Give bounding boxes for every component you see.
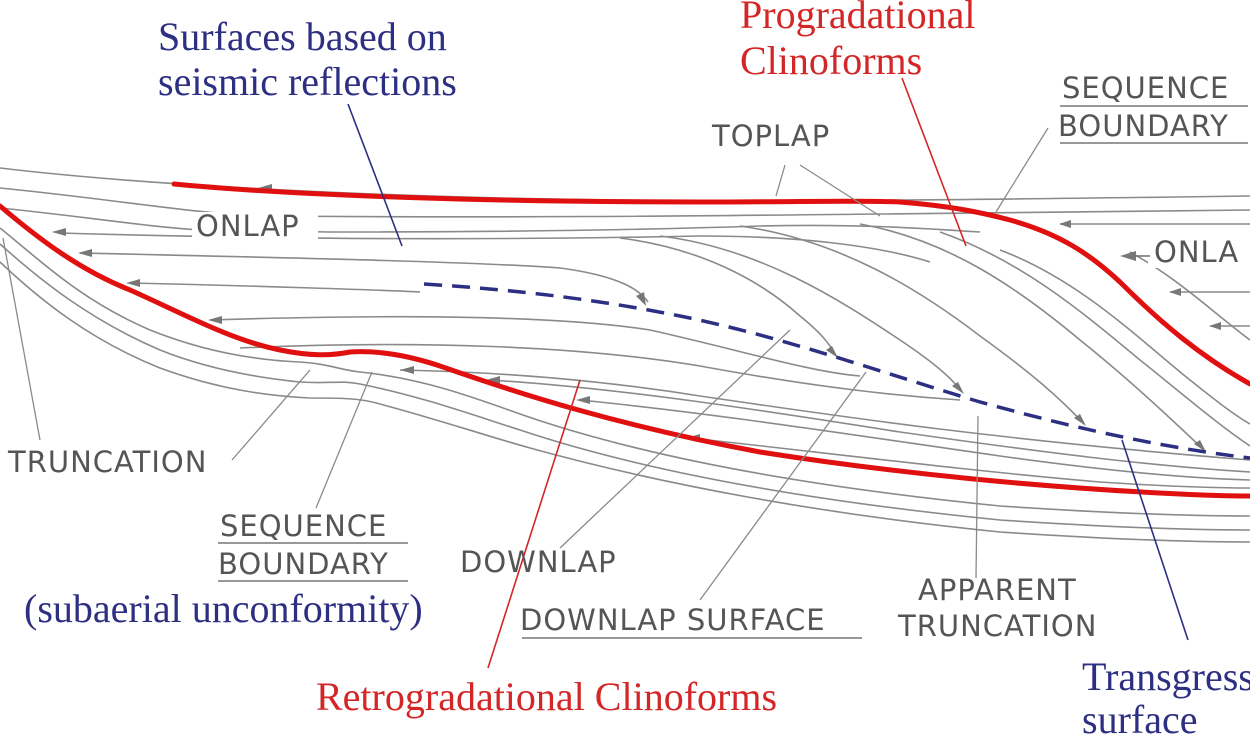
stratum-line [0,187,1250,218]
stratum-line [239,343,961,401]
truncation-leader [231,369,311,461]
clinoform-line [999,249,1250,425]
downlap-surface-leader [699,371,867,601]
stratum-line [0,227,1250,517]
stratum-line [79,252,649,303]
toplap-leader [775,164,786,197]
apparent-truncation-line2: TRUNCATION [897,609,1097,643]
clinoform-line [619,237,837,357]
onlap-right-arrow [1120,251,1136,261]
clinoform-strata [619,220,1250,451]
subaerial-unconformity-label: (subaerial unconformity) [24,586,423,631]
arrow-head [126,279,140,287]
apparent-truncation-line1: APPARENT [918,573,1077,607]
arrow-head [952,382,964,394]
surfaces-label-line2: seismic reflections [158,59,457,104]
clinoform-line [739,225,1085,425]
sequence-boundary-top-line2: BOUNDARY [1058,109,1229,143]
downlap-leader [559,329,791,549]
sequence-boundary-leader [995,127,1049,213]
sequence-boundary-bottom-line2: BOUNDARY [218,547,389,581]
sequence-boundary-bottom-line1: SEQUENCE [220,509,387,543]
retrogradational-label: Retrogradational Clinoforms [316,674,777,719]
stratum-line [209,316,861,377]
stratum-line [0,261,1250,543]
transgressive-label-line2: surface [1082,697,1197,735]
stratum-line [579,399,1250,481]
downlap-surface-label: DOWNLAP SURFACE [520,603,826,637]
arrow-head [1194,440,1206,452]
onlap-left-label: ONLAP [196,209,300,243]
arrow-head [1074,414,1086,426]
apparent-truncation-leader [975,415,979,579]
stratum-line [399,369,1250,461]
arrow-head [78,249,92,257]
stratum-line [59,232,931,263]
sequence-boundary-top-line1: SEQUENCE [1062,71,1229,105]
arrow-head [52,228,66,236]
arrow-head [576,396,590,404]
truncation-label: TRUNCATION [7,445,207,479]
sequence-boundary-leader-bottom [315,371,373,509]
stratum-line [0,243,1250,531]
progradational-leader [901,77,967,247]
transgressive-leader [1121,439,1189,641]
middle-strata [209,316,1250,489]
onlap-left-bg [192,212,318,242]
toplap-label: TOPLAP [711,119,830,153]
clinoform-line [1129,251,1250,341]
clinoform-line [859,223,1205,451]
stratum-line [0,207,331,233]
arrow-head [486,376,500,384]
arrow-head [400,366,414,374]
onlap-right-label: ONLA [1154,235,1239,269]
onlap-right-bg [1148,238,1250,268]
surfaces-leader [347,103,403,247]
transgressive-label-line1: Transgress [1082,654,1250,699]
lower-strata [0,227,1250,543]
progradational-clinoform-line [171,181,1250,387]
clinoform-line [939,231,1250,447]
retrogradational-leader [487,379,581,669]
arrow-head [208,316,222,324]
arrow-head [826,346,838,358]
truncation-leader [2,237,41,441]
arrow-head [636,292,646,306]
surfaces-label-line1: Surfaces based on [158,14,447,59]
downlap-label: DOWNLAP [460,545,617,579]
stratum-line [129,282,421,293]
stratum-line [689,437,1250,489]
retrogradational-clinoform-line [0,203,1250,499]
toplap-leader [799,164,881,217]
clinoform-line [659,235,963,393]
progradational-label-line2: Clinoforms [740,38,922,83]
progradational-label-line1: Progradational [740,0,976,37]
stratum-line [329,224,981,233]
stratum-line [489,379,1250,473]
gray-leaders [2,127,1049,601]
